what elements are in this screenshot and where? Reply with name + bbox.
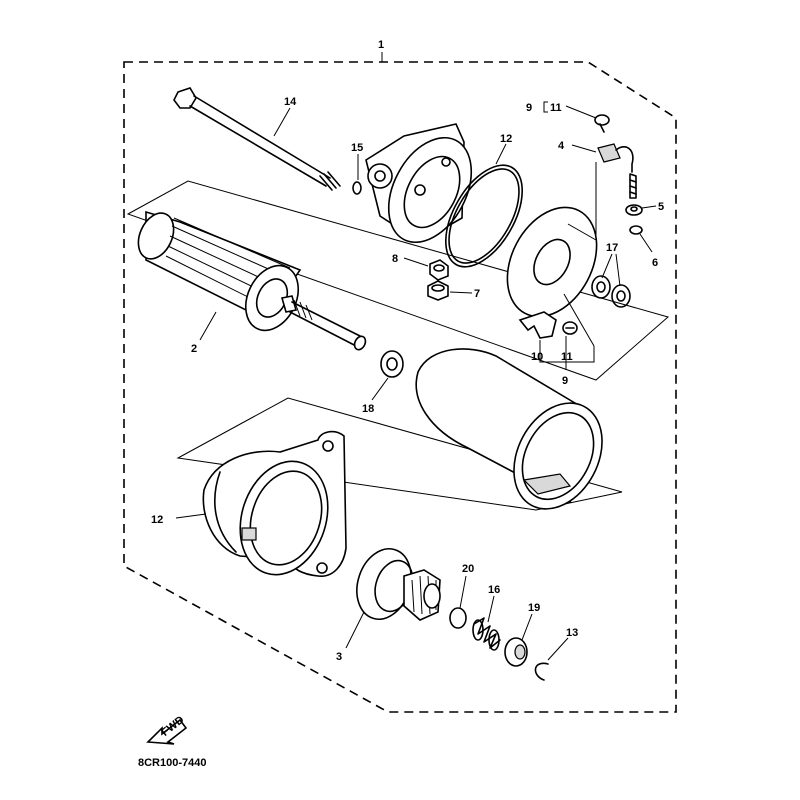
front-housing — [202, 430, 347, 577]
leader-2 — [199, 311, 217, 341]
through-bolt — [173, 87, 341, 191]
label-4: 4 — [558, 140, 565, 152]
label-6: 6 — [652, 257, 658, 269]
label-3: 3 — [336, 651, 342, 663]
yoke-housing — [415, 348, 603, 510]
label-11-upper: 11 — [550, 102, 562, 114]
washer-18 — [380, 350, 404, 378]
label-11-lower: 11 — [561, 351, 573, 363]
o-ring-15 — [352, 181, 362, 195]
label-9-upper: 9 — [526, 102, 532, 114]
label-18: 18 — [362, 403, 374, 415]
leader-18 — [371, 377, 389, 401]
leader-17 — [601, 253, 621, 287]
washer-20 — [449, 607, 467, 629]
leader-5 — [641, 205, 657, 209]
label-14: 14 — [284, 96, 297, 108]
label-1: 1 — [378, 39, 384, 51]
leader-19 — [521, 613, 533, 641]
o-ring-12-upper-inner — [448, 168, 520, 264]
leader-4 — [571, 144, 597, 153]
nut-7 — [427, 280, 449, 301]
terminal-bolt — [625, 173, 643, 235]
spring-16 — [472, 617, 501, 651]
leader-12-lower — [175, 513, 207, 519]
label-9-lower: 9 — [562, 375, 568, 387]
label-7: 7 — [474, 288, 480, 300]
label-5: 5 — [658, 201, 664, 213]
fwd-arrow-icon — [146, 718, 188, 745]
brush-4 — [597, 143, 634, 173]
leader-9-group — [539, 293, 595, 363]
label-20: 20 — [462, 563, 474, 575]
label-15: 15 — [351, 142, 363, 154]
leader-6 — [639, 233, 653, 253]
bracket-9-11 — [543, 101, 548, 113]
leader-13 — [547, 637, 569, 661]
leader-14 — [273, 107, 291, 137]
leader-11-upper — [565, 105, 597, 119]
leader-4-plate — [567, 223, 597, 241]
label-8: 8 — [392, 253, 398, 265]
label-16: 16 — [488, 584, 500, 596]
label-19: 19 — [528, 602, 540, 614]
brush-plate — [506, 206, 598, 318]
collar-19 — [504, 637, 528, 667]
circlip-13 — [534, 662, 549, 681]
label-12-lower: 12 — [151, 514, 163, 526]
brush-holder-10 — [518, 311, 557, 339]
washers-17 — [591, 275, 631, 308]
yoke-plane — [176, 397, 623, 511]
leader-16 — [487, 595, 495, 623]
label-2: 2 — [191, 343, 197, 355]
leader-20 — [459, 575, 467, 609]
assembly-boundary — [123, 61, 677, 713]
label-12-upper: 12 — [500, 133, 512, 145]
leader-12-upper — [495, 143, 507, 165]
leader-8 — [403, 257, 429, 267]
label-10: 10 — [531, 351, 543, 363]
nut-8 — [429, 259, 449, 281]
label-13: 13 — [566, 627, 578, 639]
leader-3 — [345, 611, 365, 649]
armature-plane — [126, 180, 670, 381]
screw-11-lower — [562, 321, 578, 335]
armature — [137, 210, 367, 351]
catalog-code: 8CR100-7440 — [138, 757, 207, 769]
o-ring-12-upper — [445, 164, 523, 268]
leader-7 — [449, 291, 473, 294]
bolt-11-upper — [594, 114, 610, 133]
label-17: 17 — [606, 242, 618, 254]
clutch-pinion — [356, 548, 441, 621]
